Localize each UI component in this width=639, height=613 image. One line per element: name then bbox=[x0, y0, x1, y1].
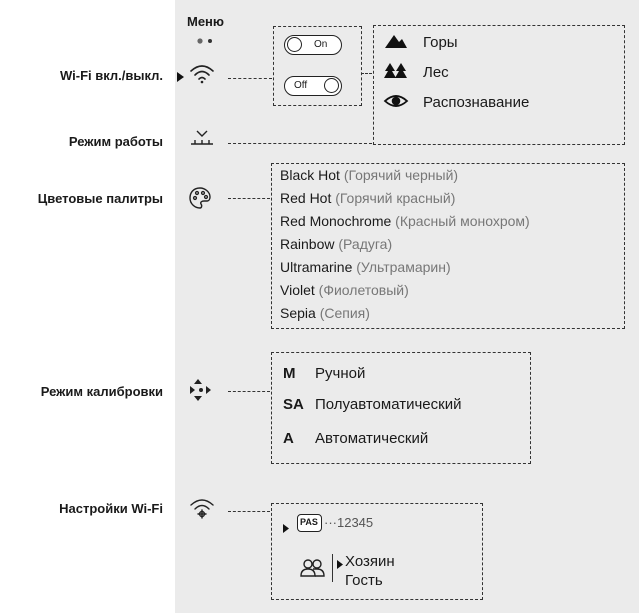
divider bbox=[332, 554, 333, 582]
palette-translation: (Горячий черный) bbox=[343, 167, 459, 183]
mode-recognition[interactable]: Распознавание bbox=[423, 94, 530, 111]
palette-translation: (Горячий красный) bbox=[335, 190, 456, 206]
calibration-box bbox=[271, 352, 531, 464]
mountain-icon bbox=[384, 33, 408, 54]
pointer-triangle-icon bbox=[177, 69, 185, 87]
calibration-code: M bbox=[283, 365, 296, 382]
palette-translation: (Ультрамарин) bbox=[356, 259, 451, 275]
user-guest[interactable]: Гость bbox=[345, 572, 383, 589]
palettes-box bbox=[271, 163, 625, 329]
pas-badge: PAS bbox=[297, 514, 322, 532]
calibration-label: Автоматический bbox=[315, 430, 429, 447]
palette-item[interactable]: Sepia (Сепия) bbox=[280, 305, 370, 321]
mode-forest[interactable]: Лес bbox=[423, 64, 449, 81]
wifi-off-toggle[interactable]: Off bbox=[284, 76, 342, 96]
wifi-settings-icon[interactable] bbox=[189, 496, 215, 525]
label-palettes: Цветовые палитры bbox=[37, 191, 163, 206]
palette-name: Rainbow bbox=[280, 236, 335, 252]
mode-mountains[interactable]: Горы bbox=[423, 34, 458, 51]
connector-wifi-toggle bbox=[228, 78, 272, 79]
wifi-toggle-box bbox=[273, 26, 362, 106]
menu-dots-icon bbox=[196, 33, 218, 51]
calibration-item[interactable]: M Ручной bbox=[283, 365, 365, 382]
wifi-icon[interactable] bbox=[189, 62, 215, 89]
user-owner[interactable]: Хозяин bbox=[345, 553, 395, 570]
calibration-code: A bbox=[283, 430, 294, 447]
calibration-icon[interactable] bbox=[188, 377, 216, 410]
connector-work-mode bbox=[228, 143, 372, 144]
connector-toggle-modes bbox=[361, 73, 372, 74]
wifi-off-label: Off bbox=[294, 80, 308, 91]
palette-item[interactable]: Rainbow (Радуга) bbox=[280, 236, 392, 252]
palette-translation: (Радуга) bbox=[338, 236, 393, 252]
palette-name: Ultramarine bbox=[280, 259, 353, 275]
palette-name: Black Hot bbox=[280, 167, 340, 183]
palette-name: Red Hot bbox=[280, 190, 332, 206]
palette-item[interactable]: Violet (Фиолетовый) bbox=[280, 282, 409, 298]
label-work-mode: Режим работы bbox=[68, 134, 163, 149]
palette-name: Sepia bbox=[280, 305, 316, 321]
label-wifi-toggle: Wi-Fi вкл./выкл. bbox=[59, 68, 163, 83]
connector-calibration bbox=[228, 391, 270, 392]
users-icon bbox=[300, 557, 326, 582]
calibration-label: Ручной bbox=[315, 365, 366, 382]
palette-name: Violet bbox=[280, 282, 315, 298]
palette-item[interactable]: Black Hot (Горячий черный) bbox=[280, 167, 458, 183]
label-calibration: Режим калибровки bbox=[40, 384, 163, 399]
palette-item[interactable]: Red Monochrome (Красный монохром) bbox=[280, 213, 530, 229]
calibration-item[interactable]: SA Полуавтоматический bbox=[283, 396, 461, 413]
palette-translation: (Красный монохром) bbox=[395, 213, 530, 229]
connector-wifi-settings bbox=[228, 511, 270, 512]
wifi-on-label: On bbox=[314, 39, 328, 50]
palette-item[interactable]: Red Hot (Горячий красный) bbox=[280, 190, 455, 206]
palette-translation: (Фиолетовый) bbox=[318, 282, 409, 298]
pointer-triangle-icon bbox=[283, 520, 290, 538]
wifi-password[interactable]: ···12345 bbox=[324, 515, 374, 530]
forest-icon bbox=[384, 62, 408, 85]
wifi-on-toggle[interactable]: On bbox=[284, 35, 342, 55]
calibration-item[interactable]: A Автоматический bbox=[283, 430, 428, 447]
eye-icon bbox=[383, 91, 409, 116]
calibration-label: Полуавтоматический bbox=[315, 396, 462, 413]
menu-title: Меню bbox=[187, 14, 225, 29]
pas-label: PAS bbox=[300, 517, 318, 527]
modes-box bbox=[373, 25, 625, 145]
connector-palettes bbox=[228, 198, 270, 199]
palette-translation: (Сепия) bbox=[319, 305, 370, 321]
wifi-settings-box bbox=[271, 503, 483, 600]
label-wifi-settings: Настройки Wi-Fi bbox=[59, 501, 163, 516]
calibration-code: SA bbox=[283, 396, 304, 413]
work-mode-icon[interactable] bbox=[189, 128, 215, 153]
palette-item[interactable]: Ultramarine (Ультрамарин) bbox=[280, 259, 451, 275]
palette-icon[interactable] bbox=[188, 186, 212, 215]
pointer-triangle-icon bbox=[337, 556, 344, 574]
palette-name: Red Monochrome bbox=[280, 213, 392, 229]
